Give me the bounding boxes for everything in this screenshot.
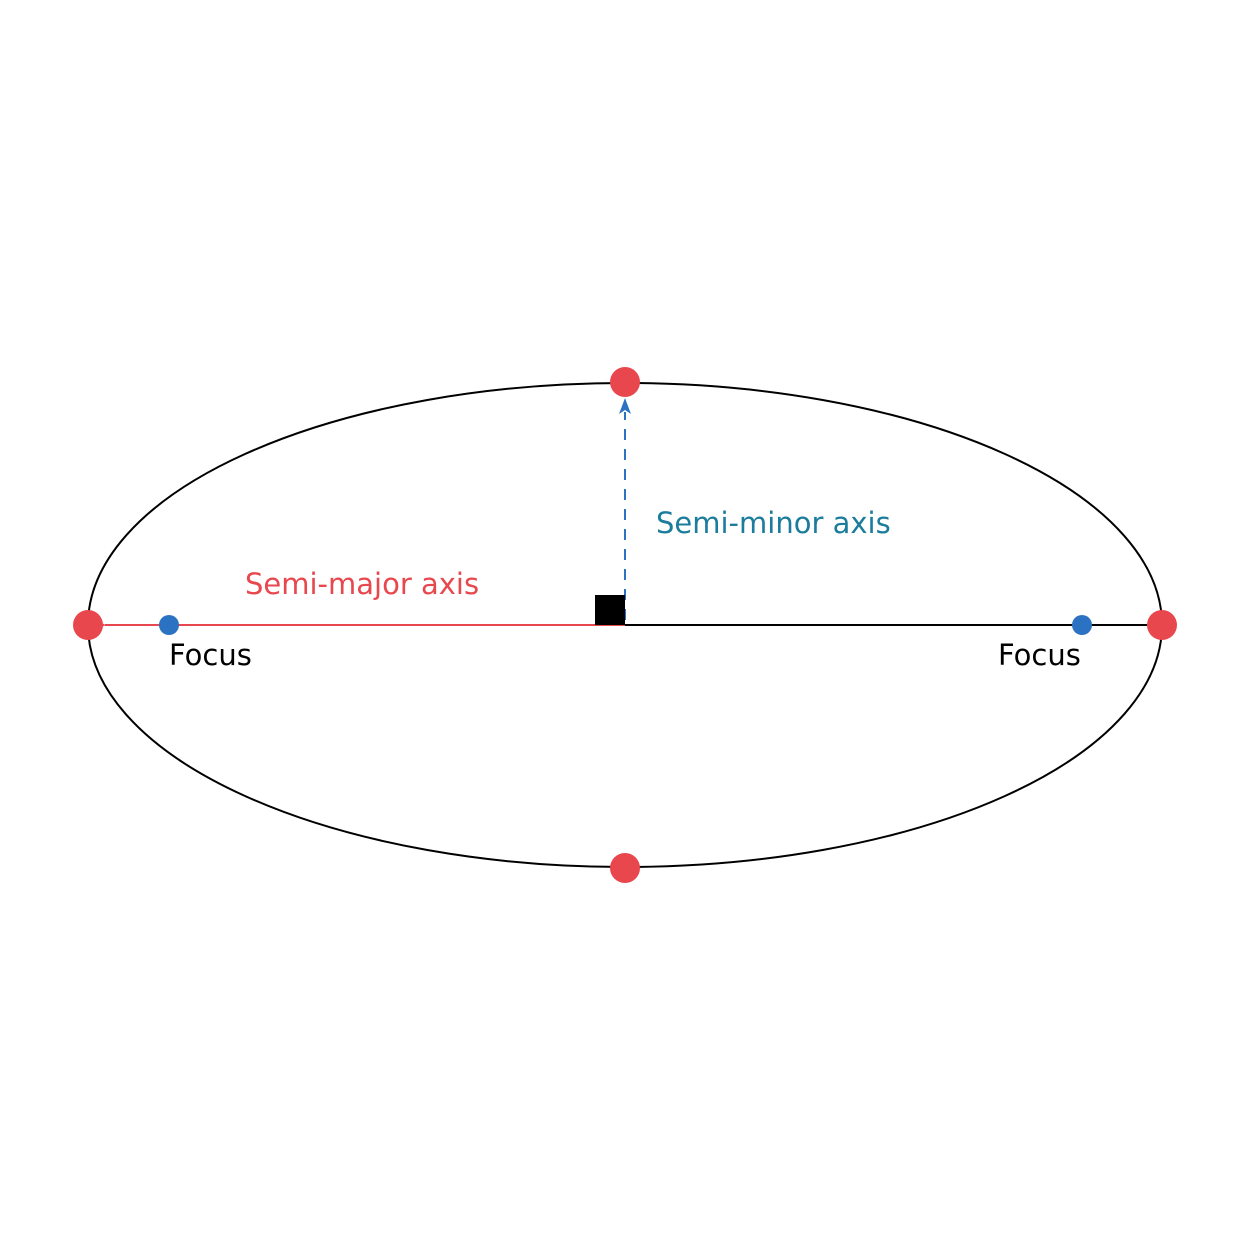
- semi-major-axis-label: Semi-major axis: [245, 567, 479, 601]
- vertex-right-point: [1147, 610, 1177, 640]
- vertex-left-point: [73, 610, 103, 640]
- focus-right-label: Focus: [998, 638, 1081, 672]
- focus-left-label: Focus: [169, 638, 252, 672]
- semi-minor-axis-label: Semi-minor axis: [656, 506, 891, 540]
- co-vertex-top-point: [610, 367, 640, 397]
- focus-left-point: [159, 615, 179, 635]
- right-angle-marker: [595, 595, 625, 625]
- co-vertex-bottom-point: [610, 853, 640, 883]
- focus-right-point: [1072, 615, 1092, 635]
- semi-minor-axis-arrowhead: [619, 398, 631, 414]
